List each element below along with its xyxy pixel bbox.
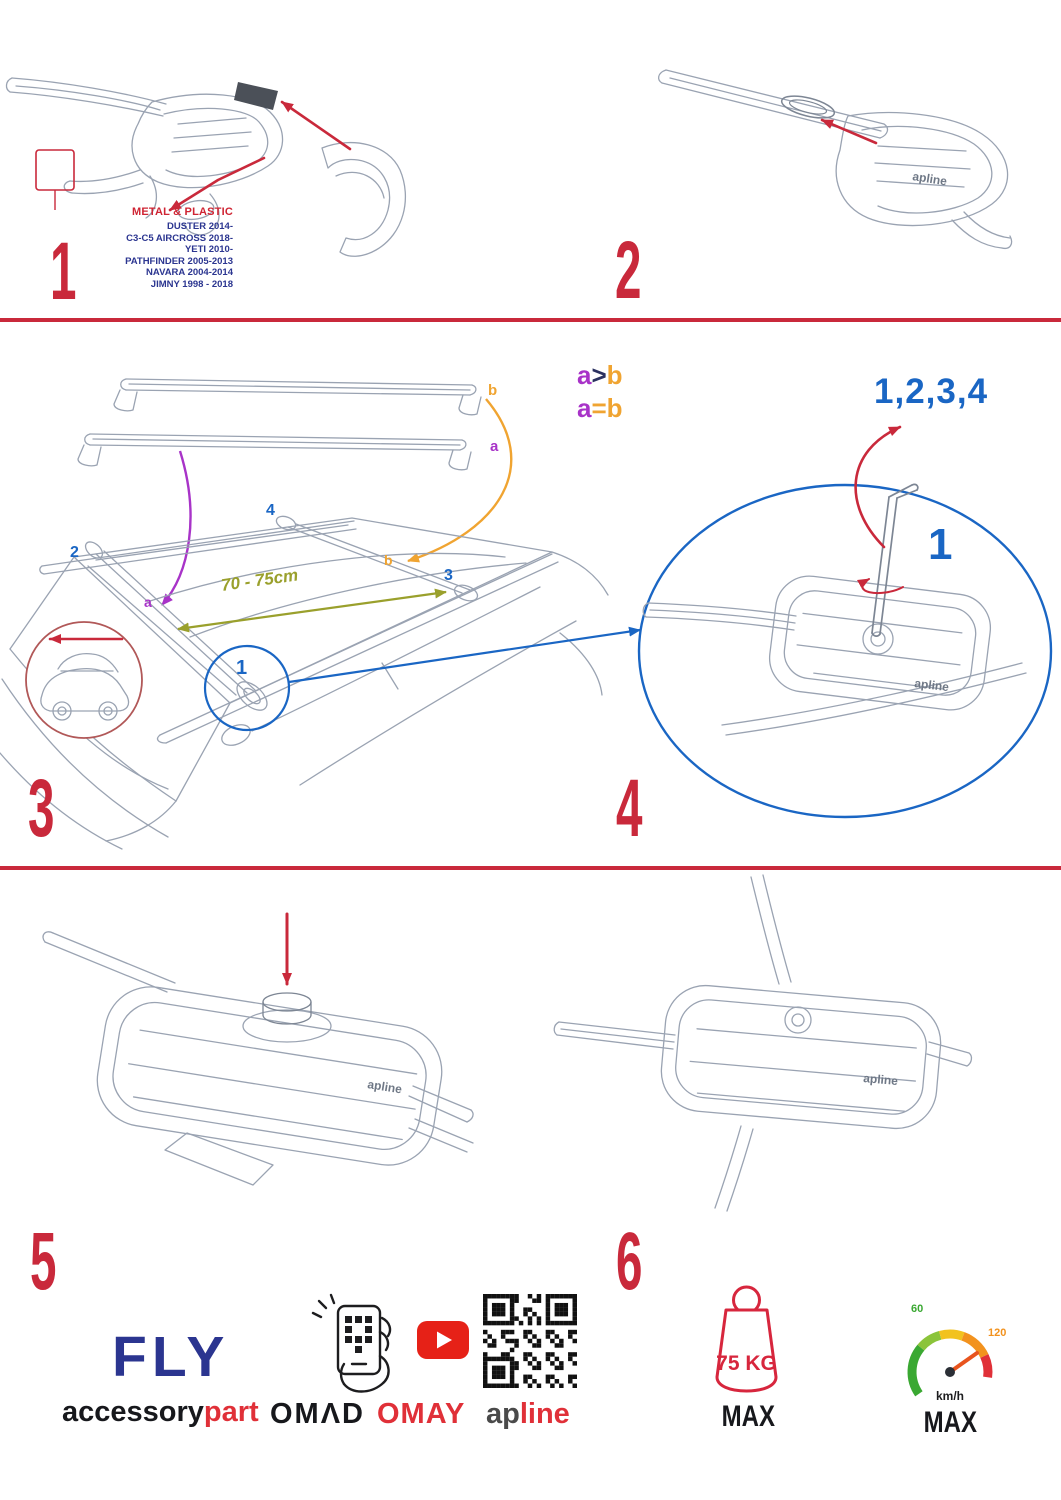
- speed-unit-label: km/h: [936, 1389, 964, 1403]
- foot-detail-drawing: [642, 575, 1027, 736]
- step2-bar-insert-drawing: apline: [658, 69, 1013, 250]
- roof-b-label: b: [384, 552, 393, 568]
- car-roof-drawing: [0, 517, 609, 850]
- bar-and-foot-wireframe: [658, 69, 1013, 250]
- rotate-key-arrow: [856, 578, 904, 595]
- roof-a-label: a: [144, 594, 152, 610]
- detail-position-1-label: 1: [928, 520, 953, 569]
- accessorypart-logo: accessorypart: [62, 1396, 259, 1429]
- weight-limit-icon: 75 KG: [715, 1285, 778, 1393]
- tightening-sequence-label: 1,2,3,4: [874, 372, 989, 411]
- rule-op: =: [591, 393, 607, 423]
- part-text: part: [203, 1396, 259, 1428]
- bar-slot-inner: [788, 99, 828, 115]
- rule-a-equals-b: a=b: [577, 395, 623, 421]
- rule-a: a: [577, 393, 592, 423]
- step6-mounted-foot-drawing: apline: [553, 874, 973, 1212]
- rule-a-greater-b: a>b: [577, 362, 623, 388]
- bar-slot: [780, 95, 836, 119]
- allen-key: [871, 483, 919, 637]
- product-logo-fly: FLY: [112, 1325, 230, 1389]
- sequence-arrow: [854, 425, 902, 549]
- omay-logo: OMAY: [377, 1398, 466, 1430]
- step1-vehicle-list: METAL & PLASTIC DUSTER 2014- C3-C5 AIRCR…: [58, 206, 233, 290]
- adjuster-knob: [262, 992, 312, 1025]
- distance-label: 70 - 75cm: [220, 565, 299, 595]
- step6-number: 6: [616, 1216, 642, 1307]
- speedometer-needle: [948, 1351, 979, 1374]
- youtube-play-icon: [417, 1321, 469, 1359]
- apline-ap-text: ap: [486, 1398, 520, 1430]
- speed-low-label: 60: [911, 1303, 923, 1315]
- crossbar-a-drawing: [77, 433, 472, 471]
- lever-callout-box: [35, 149, 75, 191]
- step4-number: 4: [616, 763, 642, 854]
- bar-a-label: a: [490, 438, 499, 455]
- foot-on-rail-wireframe: [42, 931, 474, 1186]
- foot-logo: apline: [912, 169, 949, 188]
- arrow-pad-to-cap: [280, 100, 352, 151]
- crossbar-foot-wireframe: [5, 77, 407, 257]
- model-item: PATHFINDER 2005-2013: [125, 255, 233, 267]
- model-item: DUSTER 2014-: [167, 221, 233, 232]
- foot-1-highlight-circle: [203, 644, 291, 732]
- accessory-text: accessory: [62, 1396, 204, 1428]
- detail-leader-arrow: [288, 626, 641, 684]
- section-divider-1: [0, 318, 1061, 322]
- position-4-label: 4: [266, 502, 275, 519]
- hand-scan-qr-icon: [311, 1293, 392, 1393]
- detail-zoom-ellipse: [637, 483, 1053, 819]
- rule-a: a: [577, 360, 592, 390]
- speed-high-label: 120: [988, 1327, 1006, 1339]
- bar-insert-arrow: [820, 118, 878, 145]
- weight-value: 75 KG: [716, 1352, 777, 1375]
- step1-clamp-drawing: [5, 77, 407, 257]
- model-item: NAVARA 2004-2014: [146, 267, 233, 278]
- model-item: C3-C5 AIRCROSS 2018-: [126, 232, 233, 244]
- step3-number: 3: [28, 763, 54, 854]
- bar-b-label: b: [488, 382, 497, 399]
- material-label: METAL & PLASTIC: [132, 206, 233, 218]
- mounted-foot-wireframe: [553, 874, 973, 1212]
- distance-double-arrow: [177, 588, 447, 633]
- section-divider-2: [0, 866, 1061, 870]
- car-direction-inset: [25, 621, 143, 739]
- bar-end-cap: [234, 82, 278, 110]
- foot-logo: apline: [863, 1071, 899, 1088]
- step5-knob-press-drawing: apline: [42, 912, 474, 1186]
- step3-step4-drawing: b a: [0, 378, 1053, 850]
- step5-number: 5: [30, 1216, 56, 1307]
- crossbar-b-drawing: [113, 378, 482, 416]
- model-item: YETI 2010-: [184, 244, 233, 255]
- step1-number: 1: [50, 226, 76, 317]
- apline-logo: apline: [486, 1398, 570, 1431]
- arrow-to-clamp: [168, 156, 266, 212]
- speed-limit-icon: 60 120 km/h: [907, 1303, 1006, 1403]
- model-item: JIMNY 1998 - 2018: [150, 278, 233, 290]
- speed-max-label: MAX: [923, 1406, 977, 1439]
- foot-logo: apline: [914, 676, 950, 694]
- weight-max-label: MAX: [721, 1400, 775, 1433]
- bar-a-position-arrow: [161, 450, 192, 606]
- rule-b: b: [606, 360, 623, 390]
- omad-logo: OMΛD: [270, 1398, 365, 1430]
- rule-op: >: [591, 360, 607, 390]
- position-1-label: 1: [236, 657, 247, 679]
- position-2-label: 2: [70, 544, 79, 561]
- foot-logo: apline: [367, 1077, 404, 1096]
- step2-number: 2: [615, 225, 641, 316]
- bar-b-position-arrow: [407, 398, 513, 563]
- apline-line-text: line: [519, 1398, 570, 1430]
- qr-code: [483, 1294, 577, 1388]
- position-3-label: 3: [444, 567, 453, 584]
- rule-b: b: [606, 393, 623, 423]
